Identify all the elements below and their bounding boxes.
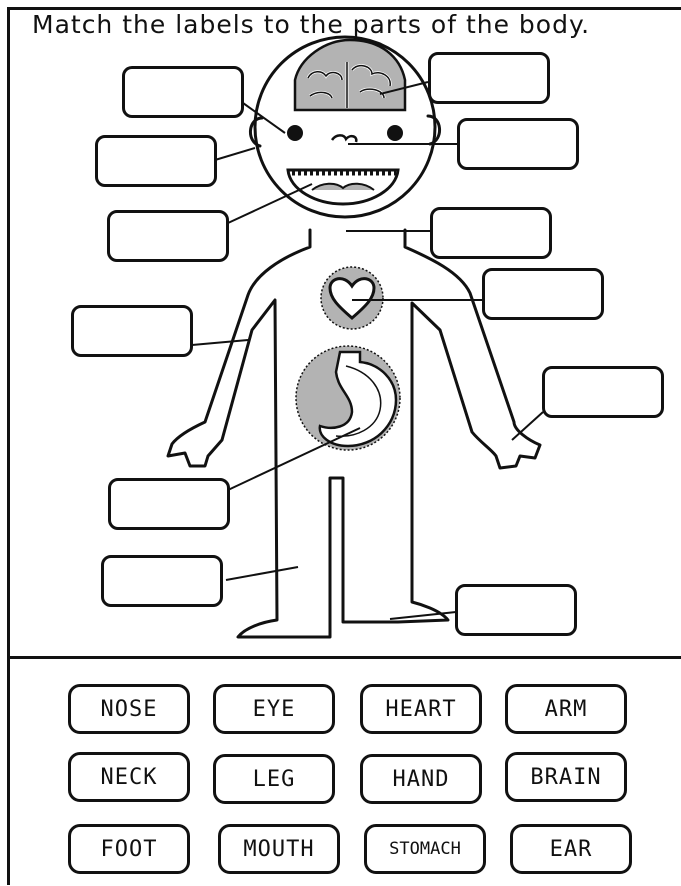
- word-tile-arm[interactable]: ARM: [505, 684, 627, 734]
- answer-box-mouth[interactable]: [107, 210, 229, 262]
- word-tile-mouth[interactable]: MOUTH: [218, 824, 340, 874]
- word-bank: NOSE EYE HEART ARM NECK LEG HAND BRAIN F…: [0, 660, 681, 886]
- answer-box-neck[interactable]: [430, 207, 552, 259]
- eye-right-icon: [387, 125, 403, 141]
- answer-box-eye[interactable]: [428, 52, 550, 104]
- answer-box-leg[interactable]: [101, 555, 223, 607]
- word-tile-eye[interactable]: EYE: [213, 684, 335, 734]
- answer-box-brain[interactable]: [122, 66, 244, 118]
- word-tile-neck[interactable]: NECK: [68, 752, 190, 802]
- answer-box-foot[interactable]: [455, 584, 577, 636]
- word-tile-brain[interactable]: BRAIN: [505, 752, 627, 802]
- eye-left-icon: [287, 125, 303, 141]
- word-tile-ear[interactable]: EAR: [510, 824, 632, 874]
- word-tile-nose[interactable]: NOSE: [68, 684, 190, 734]
- word-tile-heart[interactable]: HEART: [360, 684, 482, 734]
- answer-box-hand[interactable]: [542, 366, 664, 418]
- word-tile-hand[interactable]: HAND: [360, 754, 482, 804]
- word-tile-leg[interactable]: LEG: [213, 754, 335, 804]
- word-tile-stomach[interactable]: STOMACH: [364, 824, 486, 874]
- answer-box-stomach[interactable]: [108, 478, 230, 530]
- answer-box-arm[interactable]: [71, 305, 193, 357]
- divider-line: [7, 656, 681, 659]
- word-tile-foot[interactable]: FOOT: [68, 824, 190, 874]
- answer-box-heart[interactable]: [482, 268, 604, 320]
- answer-box-nose[interactable]: [457, 118, 579, 170]
- answer-box-ear[interactable]: [95, 135, 217, 187]
